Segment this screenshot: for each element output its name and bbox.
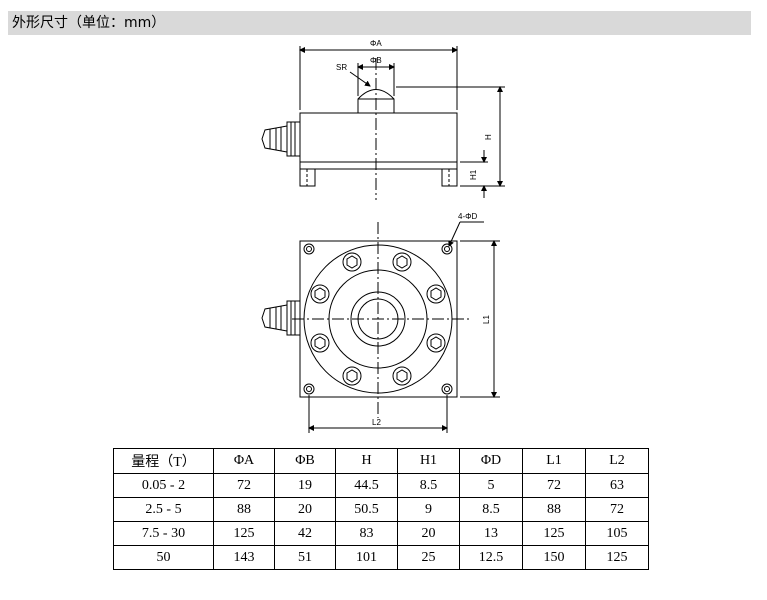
table-row: 50 143 51 101 25 12.5 150 125 — [113, 545, 649, 570]
table-cell: 20 — [274, 497, 336, 522]
table-cell: 9 — [397, 497, 460, 522]
table-cell: 20 — [397, 521, 460, 546]
table-cell: 8.5 — [459, 497, 523, 522]
col-l2: L2 — [585, 448, 649, 474]
table-cell: 50.5 — [335, 497, 398, 522]
dim-h-label: H — [484, 134, 493, 140]
col-h1: H1 — [397, 448, 460, 474]
table-cell: 50 — [113, 545, 214, 570]
hole-label: 4-ΦD — [458, 212, 477, 221]
table-cell: 88 — [522, 497, 586, 522]
table-cell: 105 — [585, 521, 649, 546]
cable-connector-side — [261, 121, 301, 157]
table-cell: 63 — [585, 473, 649, 498]
table-row: 2.5 - 5 88 20 50.5 9 8.5 88 72 — [113, 497, 649, 522]
technical-drawing: ΦA ΦB SR H H1 — [261, 39, 505, 433]
table-row: 0.05 - 2 72 19 44.5 8.5 5 72 63 — [113, 473, 649, 498]
dim-b-label: ΦB — [370, 56, 382, 65]
table-cell: 143 — [213, 545, 275, 570]
table-cell: 7.5 - 30 — [113, 521, 214, 546]
table-cell: 72 — [213, 473, 275, 498]
table-cell: 125 — [213, 521, 275, 546]
table-cell: 51 — [274, 545, 336, 570]
col-h: H — [335, 448, 398, 474]
col-phi-d: ΦD — [459, 448, 523, 474]
col-phi-a: ΦA — [213, 448, 275, 474]
flange-bolts — [310, 252, 446, 386]
side-view — [261, 46, 505, 200]
col-l1: L1 — [522, 448, 586, 474]
dimension-table: 量程（T） ΦA ΦB H H1 ΦD L1 L2 0.05 - 2 72 19… — [113, 448, 649, 570]
col-range: 量程（T） — [113, 448, 214, 474]
table-cell: 13 — [459, 521, 523, 546]
title-bar: 外形尺寸（单位：mm） — [8, 11, 751, 35]
table-cell: 2.5 - 5 — [113, 497, 214, 522]
col-phi-b: ΦB — [274, 448, 336, 474]
table-cell: 0.05 - 2 — [113, 473, 214, 498]
cable-connector-plan — [261, 300, 301, 336]
plan-view — [261, 221, 500, 433]
page-title: 外形尺寸（单位：mm） — [12, 15, 166, 31]
table-cell: 72 — [585, 497, 649, 522]
table-cell: 42 — [274, 521, 336, 546]
table-cell: 8.5 — [397, 473, 460, 498]
table-cell: 125 — [585, 545, 649, 570]
table-cell: 150 — [522, 545, 586, 570]
sr-label: SR — [336, 63, 347, 72]
table-cell: 101 — [335, 545, 398, 570]
table-cell: 5 — [459, 473, 523, 498]
corner-holes — [303, 243, 453, 395]
table-header-row: 量程（T） ΦA ΦB H H1 ΦD L1 L2 — [113, 448, 649, 474]
dim-h1-label: H1 — [469, 169, 478, 180]
table-cell: 44.5 — [335, 473, 398, 498]
dim-l2-label: L2 — [372, 418, 381, 427]
table-row: 7.5 - 30 125 42 83 20 13 125 105 — [113, 521, 649, 546]
sensor-body — [299, 112, 458, 163]
table-cell: 125 — [522, 521, 586, 546]
table-cell: 19 — [274, 473, 336, 498]
table-cell: 83 — [335, 521, 398, 546]
dim-a-label: ΦA — [370, 39, 382, 48]
table-cell: 88 — [213, 497, 275, 522]
table-cell: 72 — [522, 473, 586, 498]
table-cell: 12.5 — [459, 545, 523, 570]
dim-l1-label: L1 — [482, 315, 491, 324]
table-cell: 25 — [397, 545, 460, 570]
